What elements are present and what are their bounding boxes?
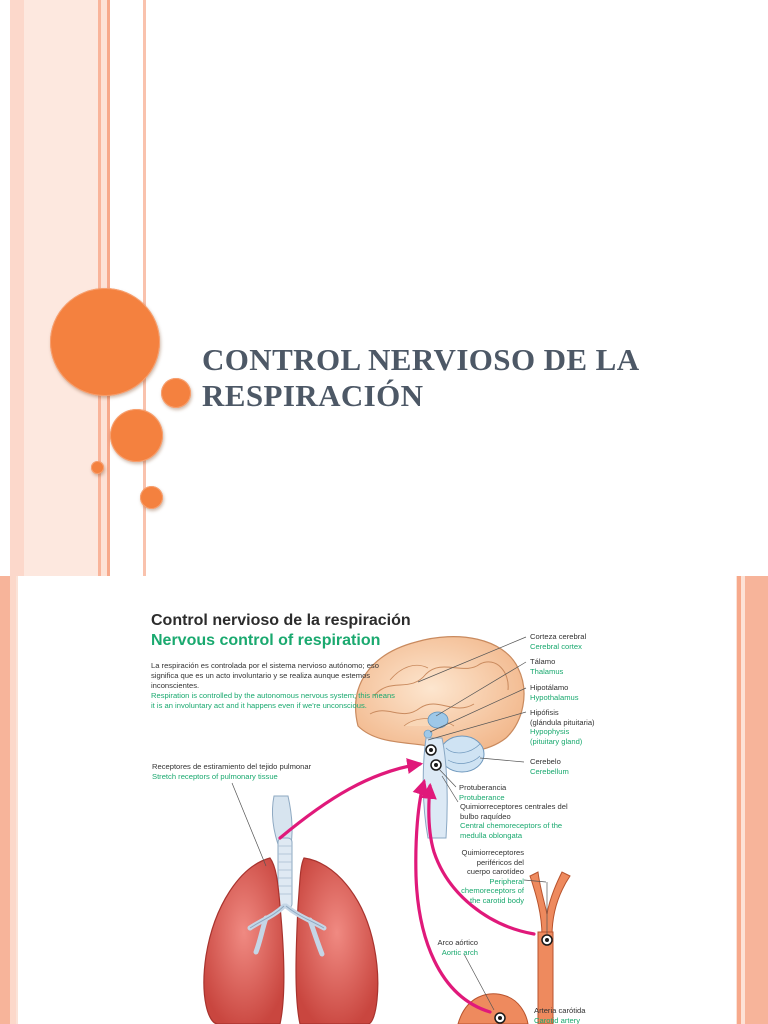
label-protuberance: Protuberancia Protuberance: [459, 783, 506, 802]
decorative-circle-medium: [110, 409, 163, 462]
label-central-chemoreceptors: Quimiorreceptores centrales del bulbo ra…: [460, 802, 568, 840]
label-es: Cerebelo: [530, 757, 561, 766]
intro-text-es: La respiración es controlada por el sist…: [151, 661, 379, 690]
label-aortic-arch: Arco aórtico Aortic arch: [410, 938, 478, 957]
label-en: Carotid artery: [534, 1015, 581, 1024]
label-es: Arco aórtico: [437, 938, 478, 947]
label-en: (pituitary gland): [530, 736, 583, 746]
label-es: Receptores de estiramiento del tejido pu…: [152, 762, 312, 771]
label-en: Aortic arch: [441, 947, 478, 957]
lungs-icon: [203, 795, 379, 1024]
label-es: Quimiorreceptores: [461, 848, 524, 857]
content-slide: Control nervioso de la respiración Nervo…: [0, 576, 768, 1024]
label-cerebellum: Cerebelo Cerebellum: [530, 757, 569, 776]
label-es: Hipófisis: [530, 708, 559, 717]
label-es: Corteza cerebral: [530, 632, 587, 641]
label-en: Stretch receptors of pulmonary tissue: [152, 771, 278, 781]
label-es: (glándula pituitaria): [530, 717, 595, 727]
label-hypophysis: Hipófisis (glándula pituitaria) Hypophys…: [530, 708, 595, 746]
title-slide: CONTROL NERVIOSO DE LA RESPIRACIÓN: [10, 0, 742, 576]
leader-lines: [417, 636, 527, 803]
label-en: Cerebellum: [530, 766, 569, 776]
label-es: cuerpo carotídeo: [467, 867, 524, 877]
label-en: Hypothalamus: [530, 692, 579, 702]
decorative-stripe: [745, 576, 768, 1024]
decorative-circle-small: [161, 378, 191, 408]
decorative-stripe: [143, 0, 146, 576]
decorative-stripe: [10, 576, 16, 1024]
leader-line: [231, 782, 267, 867]
decorative-stripe: [10, 0, 24, 576]
label-thalamus: Tálamo Thalamus: [530, 657, 563, 676]
decorative-circle-small: [140, 486, 163, 509]
carotid-artery-icon: [529, 871, 571, 1024]
brain-icon: [355, 636, 525, 839]
label-peripheral-chemoreceptors: Quimiorreceptores periféricos del cuerpo…: [438, 848, 524, 906]
label-en: medulla oblongata: [460, 830, 523, 840]
label-en: Peripheral: [489, 876, 524, 886]
label-stretch-receptors: Receptores de estiramiento del tejido pu…: [152, 762, 311, 781]
decorative-circle-large: [50, 288, 160, 396]
label-es: Protuberancia: [459, 783, 507, 792]
decorative-stripe: [737, 576, 741, 1024]
label-en: chemoreceptors of: [461, 886, 524, 896]
label-es: Arteria carótida: [534, 1006, 586, 1015]
figure-title-en: Nervous control of respiration: [151, 632, 381, 649]
leader-line: [523, 879, 547, 883]
label-en: Central chemoreceptors of the: [460, 821, 563, 831]
slide-title-line2: RESPIRACIÓN: [202, 378, 424, 413]
aortic-arch-icon: [457, 993, 529, 1024]
label-hypothalamus: Hipotálamo Hypothalamus: [530, 683, 579, 702]
decorative-circle-tiny: [91, 461, 104, 474]
anatomy-illustration: [203, 636, 571, 1024]
label-en: Protuberance: [459, 792, 505, 802]
figure-title-es: Control nervioso de la respiración: [151, 612, 411, 629]
respiration-figure: Control nervioso de la respiración Nervo…: [18, 576, 736, 1024]
slide-title: CONTROL NERVIOSO DE LA RESPIRACIÓN: [202, 342, 742, 414]
leader-line: [463, 953, 495, 1011]
label-en: Thalamus: [530, 666, 564, 676]
label-en: Hypophysis: [530, 727, 570, 737]
decorative-stripe: [0, 576, 10, 1024]
label-es: Tálamo: [530, 657, 556, 666]
label-cerebral-cortex: Corteza cerebral Cerebral cortex: [530, 632, 586, 651]
decorative-stripe: [741, 576, 745, 1024]
label-es: bulbo raquídeo: [460, 811, 511, 821]
figure-intro: La respiración es controlada por el sist…: [151, 661, 396, 711]
label-en: Cerebral cortex: [530, 641, 582, 651]
label-carotid-artery: Arteria carótida Carotid artery: [534, 1006, 586, 1024]
label-en: the carotid body: [469, 895, 524, 905]
label-es: periféricos del: [476, 857, 524, 867]
label-es: Quimiorreceptores centrales del: [460, 802, 568, 811]
label-es: Hipotálamo: [530, 683, 569, 692]
nerve-pathways: [278, 758, 536, 1014]
intro-text-en: Respiration is controlled by the autonom…: [151, 691, 395, 710]
slide-title-line1: CONTROL NERVIOSO DE LA: [202, 342, 640, 377]
decorative-stripe: [24, 0, 98, 576]
